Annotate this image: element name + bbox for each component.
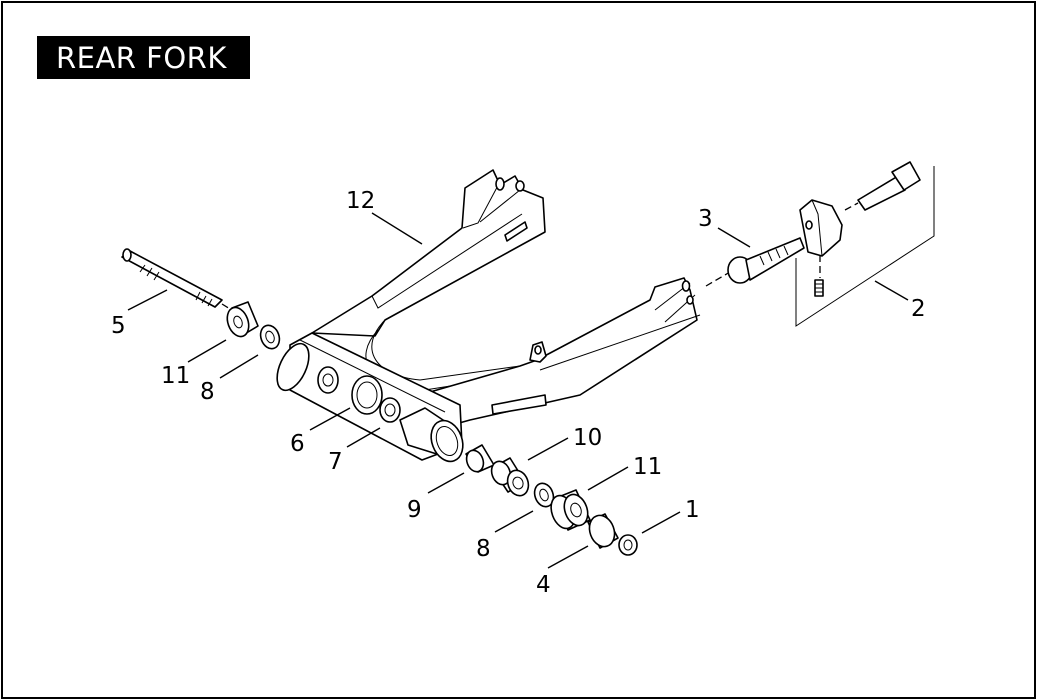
right-spacer	[550, 489, 591, 531]
callout-6: 6	[290, 431, 305, 457]
callout-9: 9	[407, 497, 422, 523]
callout-4: 4	[536, 572, 551, 598]
adjuster-bolt	[705, 237, 816, 287]
callout-5: 5	[111, 313, 126, 339]
left-washer	[259, 324, 281, 350]
callout-11-left: 11	[161, 363, 190, 389]
bearing-9	[465, 444, 495, 473]
bearing-10	[490, 457, 530, 497]
bracket-assembly	[795, 161, 935, 327]
callout-8-left: 8	[200, 379, 215, 405]
rear-fork-swingarm	[276, 169, 701, 463]
callout-11-right: 11	[633, 454, 662, 480]
callout-12: 12	[346, 188, 375, 214]
diagram-title: REAR FORK	[37, 36, 250, 79]
callout-1: 1	[685, 497, 700, 523]
right-washer	[533, 482, 555, 508]
left-spacer	[226, 301, 259, 338]
pivot-bolt	[121, 248, 236, 313]
cover-4	[587, 513, 619, 549]
locknut-1	[618, 534, 638, 556]
leader-lines	[127, 212, 909, 569]
callout-3: 3	[698, 206, 713, 232]
callout-8-right: 8	[476, 536, 491, 562]
callout-7: 7	[328, 449, 343, 475]
callout-labels: 12 3 2 5 11 8 6 7 9 10 11 8 4 1	[111, 188, 926, 598]
callout-2: 2	[911, 296, 926, 322]
callout-10: 10	[573, 425, 602, 451]
